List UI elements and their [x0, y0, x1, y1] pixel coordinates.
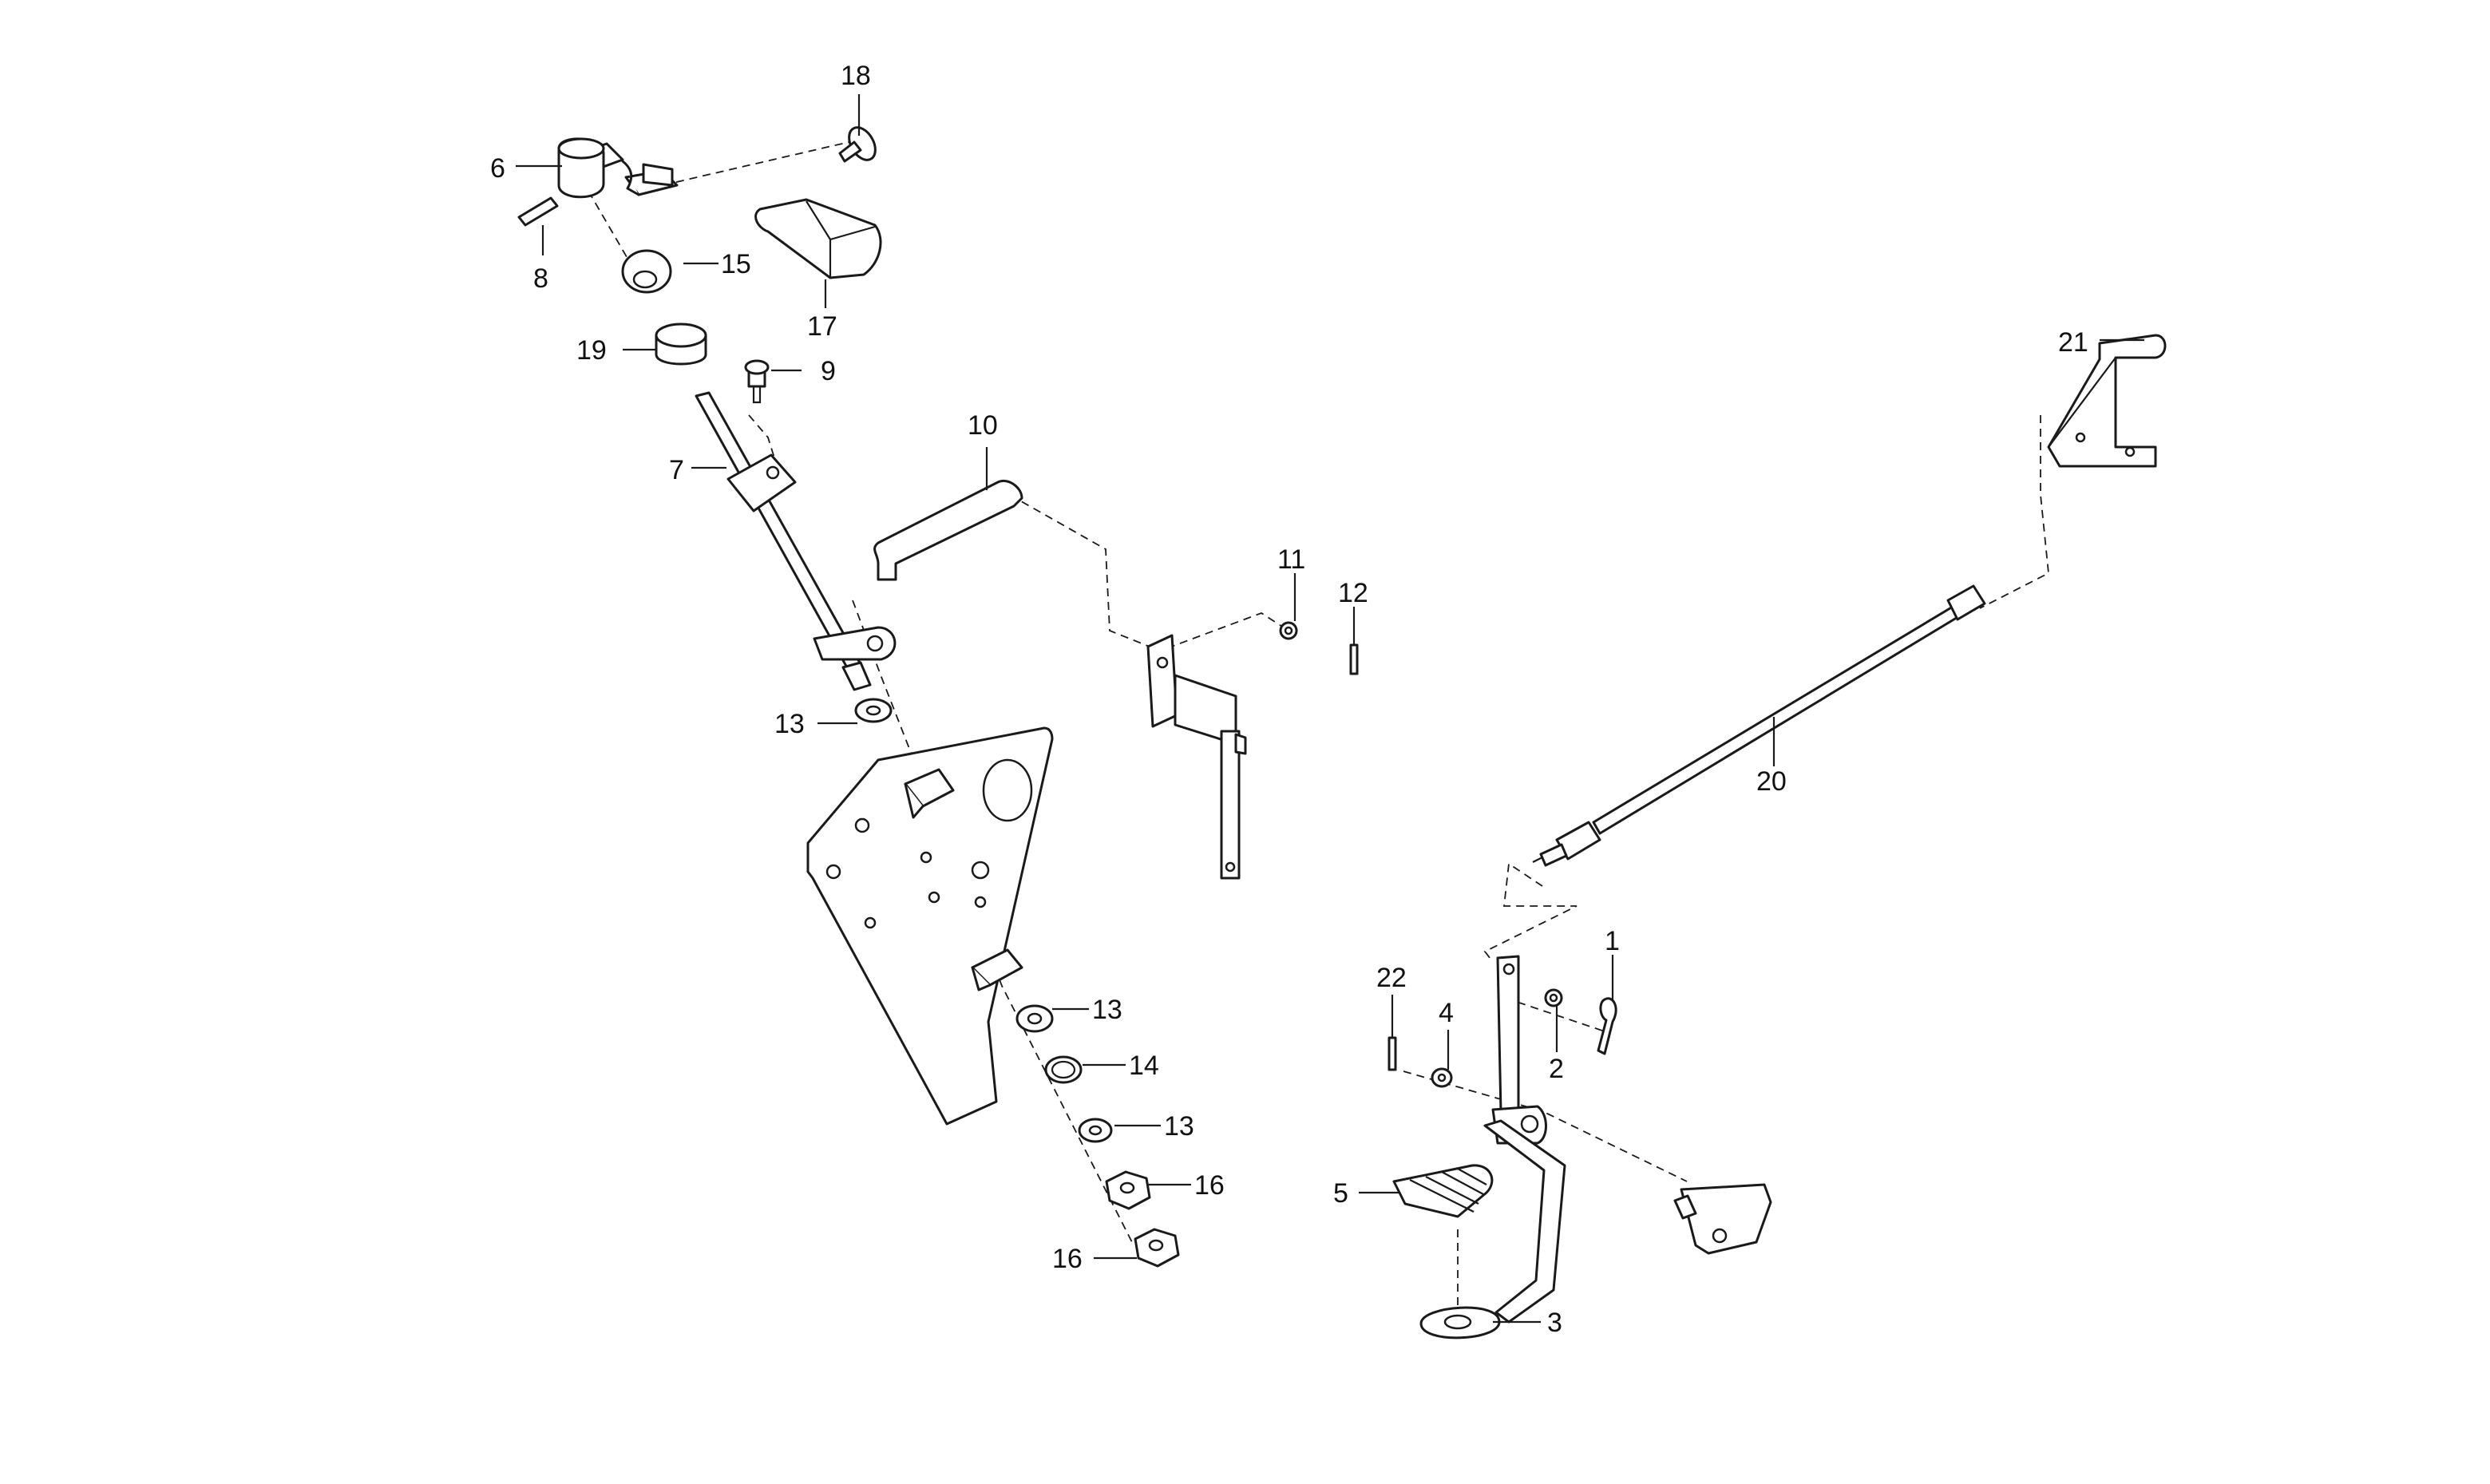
callout-7: 7: [669, 455, 684, 485]
callout-11: 11: [1277, 544, 1305, 575]
callout-13-mid: 13: [1092, 995, 1122, 1025]
part-5-pedal-pad: [1392, 1164, 1494, 1218]
part-21-bracket: [2047, 334, 2167, 468]
part-6-shift-arm: [557, 137, 679, 199]
part-16-nut-lower: [1134, 1228, 1180, 1268]
callout-14: 14: [1129, 1051, 1159, 1081]
part-20-cable: [1532, 584, 1986, 867]
callout-labels: 18 6 15 8 17 19 9 7 10 11 12 13 13 14 13…: [490, 61, 2088, 1338]
callout-16-upper: 16: [1194, 1170, 1225, 1201]
callout-21: 21: [2058, 327, 2088, 358]
pivot-bracket: [1673, 1183, 1772, 1255]
part-1-clip: [1597, 997, 1617, 1055]
part-13-washer-low: [1078, 1118, 1113, 1143]
part-13-washer-top: [854, 698, 893, 723]
leader-lines: [516, 94, 2144, 1324]
callout-6: 6: [490, 153, 505, 184]
part-16-nut-upper: [1105, 1170, 1151, 1210]
callout-16-lower: 16: [1052, 1244, 1083, 1274]
part-13-washer-mid: [1015, 1004, 1054, 1033]
part-17-knob: [754, 198, 882, 279]
part-4-washer: [1431, 1067, 1453, 1088]
callout-3: 3: [1547, 1308, 1562, 1338]
callout-22: 22: [1376, 963, 1407, 993]
callout-2: 2: [1549, 1054, 1564, 1084]
part-22-cotter-pin: [1388, 1036, 1397, 1071]
callout-10: 10: [968, 410, 998, 441]
part-7-shift-lever: [695, 391, 897, 691]
part-2-washer: [1544, 988, 1563, 1007]
callout-15: 15: [721, 249, 751, 279]
part-19-bushing: [655, 323, 707, 366]
callout-17: 17: [807, 311, 837, 342]
part-14-spring-washer: [1044, 1055, 1083, 1084]
mid-bracket: [1146, 634, 1247, 880]
brake-lever-arm: [1483, 955, 1566, 1324]
part-15-grommet: [621, 249, 672, 294]
callout-13-top: 13: [774, 709, 805, 739]
part-9-bolt: [744, 359, 770, 404]
callout-19: 19: [576, 335, 607, 366]
callout-1: 1: [1605, 926, 1620, 956]
part-3-foot-plate: [1419, 1306, 1501, 1340]
callout-13-low: 13: [1164, 1111, 1194, 1142]
callout-20: 20: [1756, 766, 1787, 797]
part-8-pin: [517, 196, 559, 227]
part-12-cotter-pin: [1349, 643, 1359, 675]
callout-5: 5: [1333, 1178, 1348, 1209]
callout-9: 9: [821, 356, 836, 386]
callout-4: 4: [1439, 998, 1454, 1028]
callout-12: 12: [1338, 578, 1368, 608]
callout-8: 8: [533, 263, 548, 294]
part-18-screw: [838, 126, 877, 163]
part-11-washer: [1279, 621, 1298, 640]
part-10-rod: [873, 480, 1023, 581]
mounting-plate: [806, 726, 1054, 1126]
callout-18: 18: [841, 61, 871, 91]
